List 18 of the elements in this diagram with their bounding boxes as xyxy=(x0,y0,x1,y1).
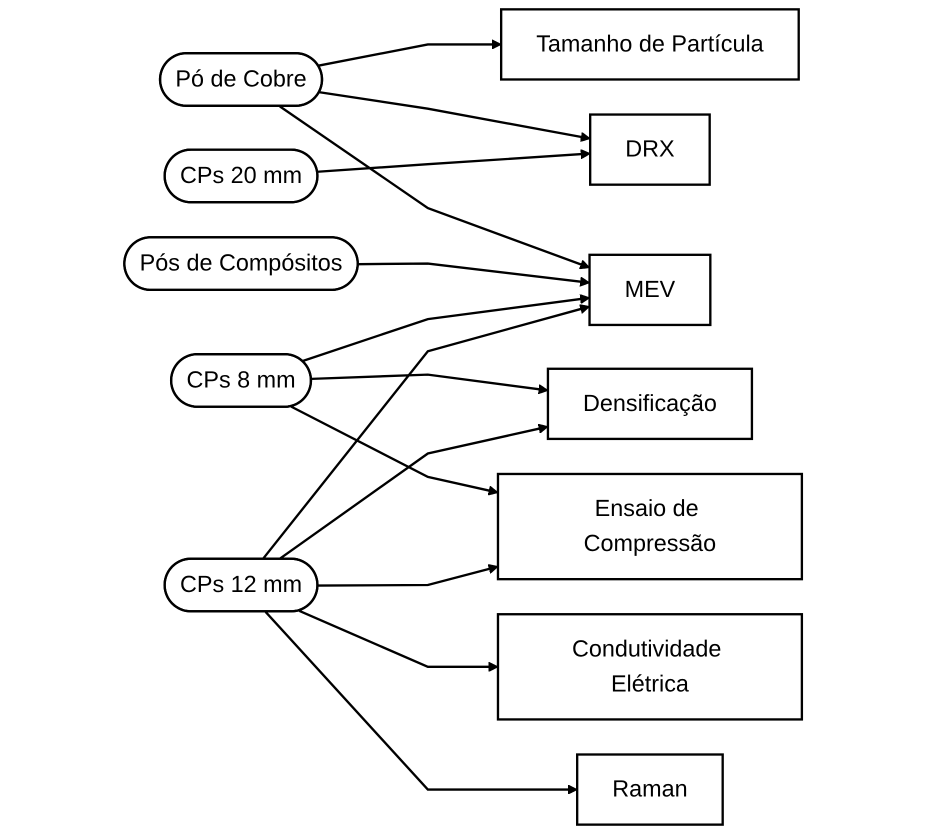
node-box: MEV xyxy=(588,254,712,326)
node-box: Raman xyxy=(576,753,724,826)
arrow xyxy=(311,373,548,394)
arrow xyxy=(298,610,498,672)
arrow xyxy=(302,294,590,362)
arrow xyxy=(318,564,498,587)
arrow xyxy=(290,406,498,496)
node-box: Tamanho de Partícula xyxy=(500,8,800,81)
node-box: Condutividade Elétrica xyxy=(496,613,803,721)
arrow xyxy=(358,262,590,287)
arrow xyxy=(319,91,591,142)
arrow xyxy=(318,39,502,67)
arrow xyxy=(317,149,591,173)
arrow xyxy=(279,105,590,270)
node-box: DRX xyxy=(588,113,711,186)
arrow xyxy=(264,611,578,795)
node-box: Densificação xyxy=(546,368,753,440)
node-box: Ensaio de Compressão xyxy=(496,472,803,580)
